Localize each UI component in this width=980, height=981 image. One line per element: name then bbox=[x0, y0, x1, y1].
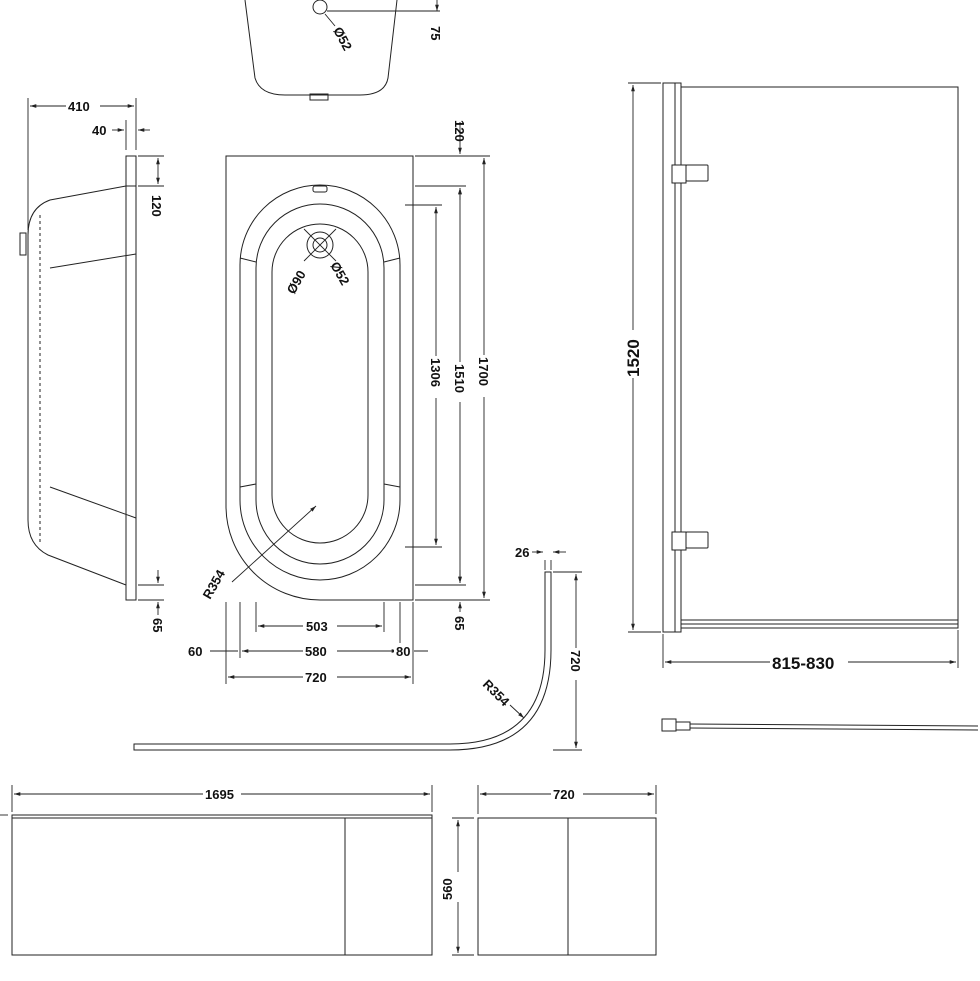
front-panel-elevation: 1695 bbox=[0, 785, 433, 956]
plan-720-label: 720 bbox=[305, 670, 327, 685]
plan-waste-90-label: Ø90 bbox=[284, 268, 309, 297]
end-720-label: 720 bbox=[553, 787, 575, 802]
waste-top-diameter-label: Ø52 bbox=[330, 24, 355, 53]
front-1695-label: 1695 bbox=[205, 787, 234, 802]
plan-waste-52-label: Ø52 bbox=[327, 259, 352, 288]
curved-panel-plan: 26 720 R354 bbox=[133, 545, 584, 751]
side-120-label: 120 bbox=[149, 195, 164, 217]
end-560-label: 560 bbox=[440, 878, 455, 900]
side-elevation-view: 410 40 120 65 bbox=[19, 98, 165, 632]
plan-80-label: 80 bbox=[396, 644, 410, 659]
plan-1510-label: 1510 bbox=[452, 364, 467, 393]
shower-screen-elevation: 1520 815-830 bbox=[622, 82, 979, 732]
plan-view: Ø90 Ø52 R354 1700 1510 1306 120 65 bbox=[188, 120, 492, 685]
screen-815-830-label: 815-830 bbox=[772, 654, 834, 673]
plan-r354-label: R354 bbox=[200, 566, 229, 601]
waste-top-75-label: 75 bbox=[428, 26, 443, 40]
curve-r354-label: R354 bbox=[480, 677, 513, 710]
curve-720-label: 720 bbox=[568, 650, 583, 672]
end-panel-elevation: 720 560 bbox=[440, 785, 657, 956]
plan-503-label: 503 bbox=[306, 619, 328, 634]
plan-60-label: 60 bbox=[188, 644, 202, 659]
screen-1520-label: 1520 bbox=[624, 339, 643, 377]
side-410-label: 410 bbox=[68, 99, 90, 114]
waste-detail-view: Ø52 75 bbox=[244, 0, 443, 101]
plan-580-label: 580 bbox=[305, 644, 327, 659]
side-65-label: 65 bbox=[150, 618, 165, 632]
plan-120-label: 120 bbox=[452, 120, 467, 142]
side-40-label: 40 bbox=[92, 123, 106, 138]
curve-26-label: 26 bbox=[515, 545, 529, 560]
plan-1306-label: 1306 bbox=[428, 358, 443, 387]
plan-1700-label: 1700 bbox=[476, 357, 491, 386]
plan-65-label: 65 bbox=[452, 616, 467, 630]
